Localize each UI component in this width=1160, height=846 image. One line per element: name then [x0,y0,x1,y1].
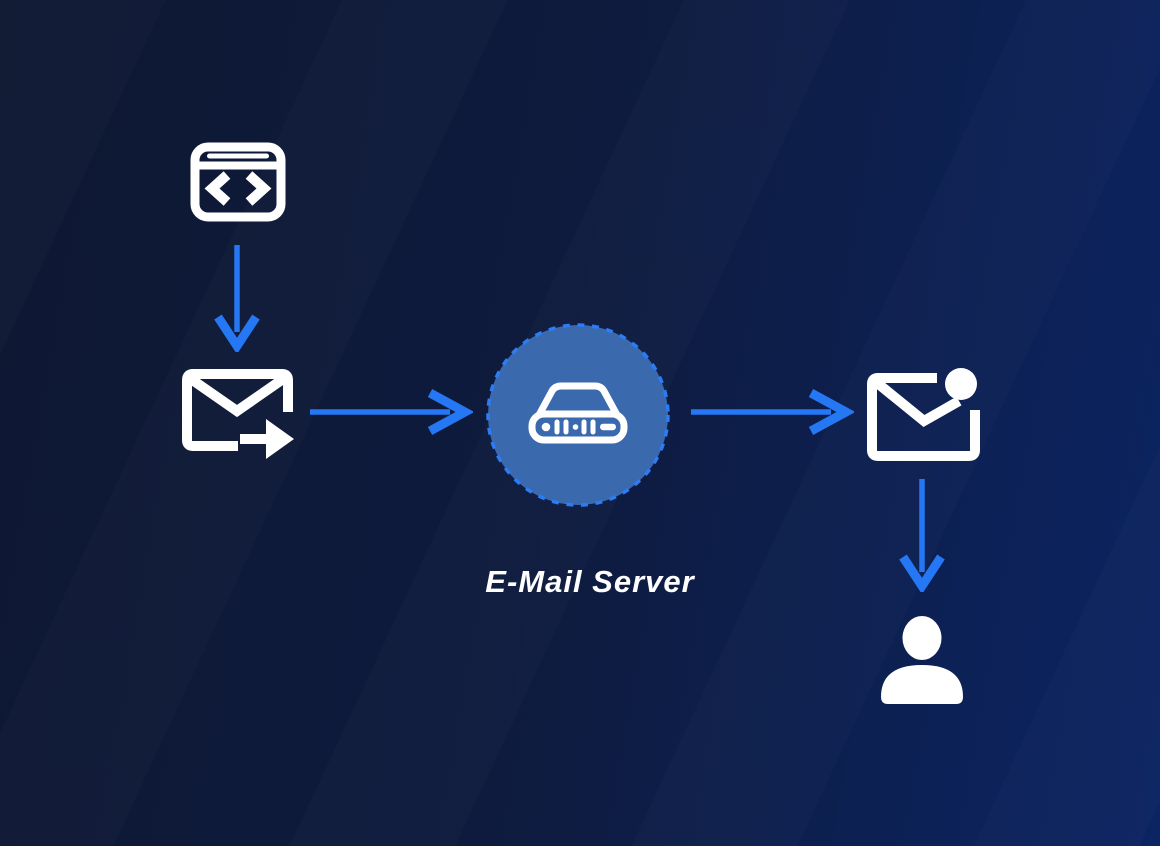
server-router-icon [486,323,670,507]
server-label: E-Mail Server [485,564,695,599]
window-header-bar [198,161,278,170]
send-mail-icon [182,369,294,459]
person-icon [881,616,963,704]
window-slot [207,153,269,159]
arrow-right-icon [691,389,854,435]
notification-dot [945,368,977,400]
arrow-right-icon [310,389,473,435]
mail-notification-icon [867,368,980,461]
arrow-down-icon [899,479,945,592]
chevron-left-glyph [204,171,231,206]
chevron-right-glyph [245,171,272,206]
code-window-icon [190,142,286,222]
arrow-down-icon [214,245,260,352]
